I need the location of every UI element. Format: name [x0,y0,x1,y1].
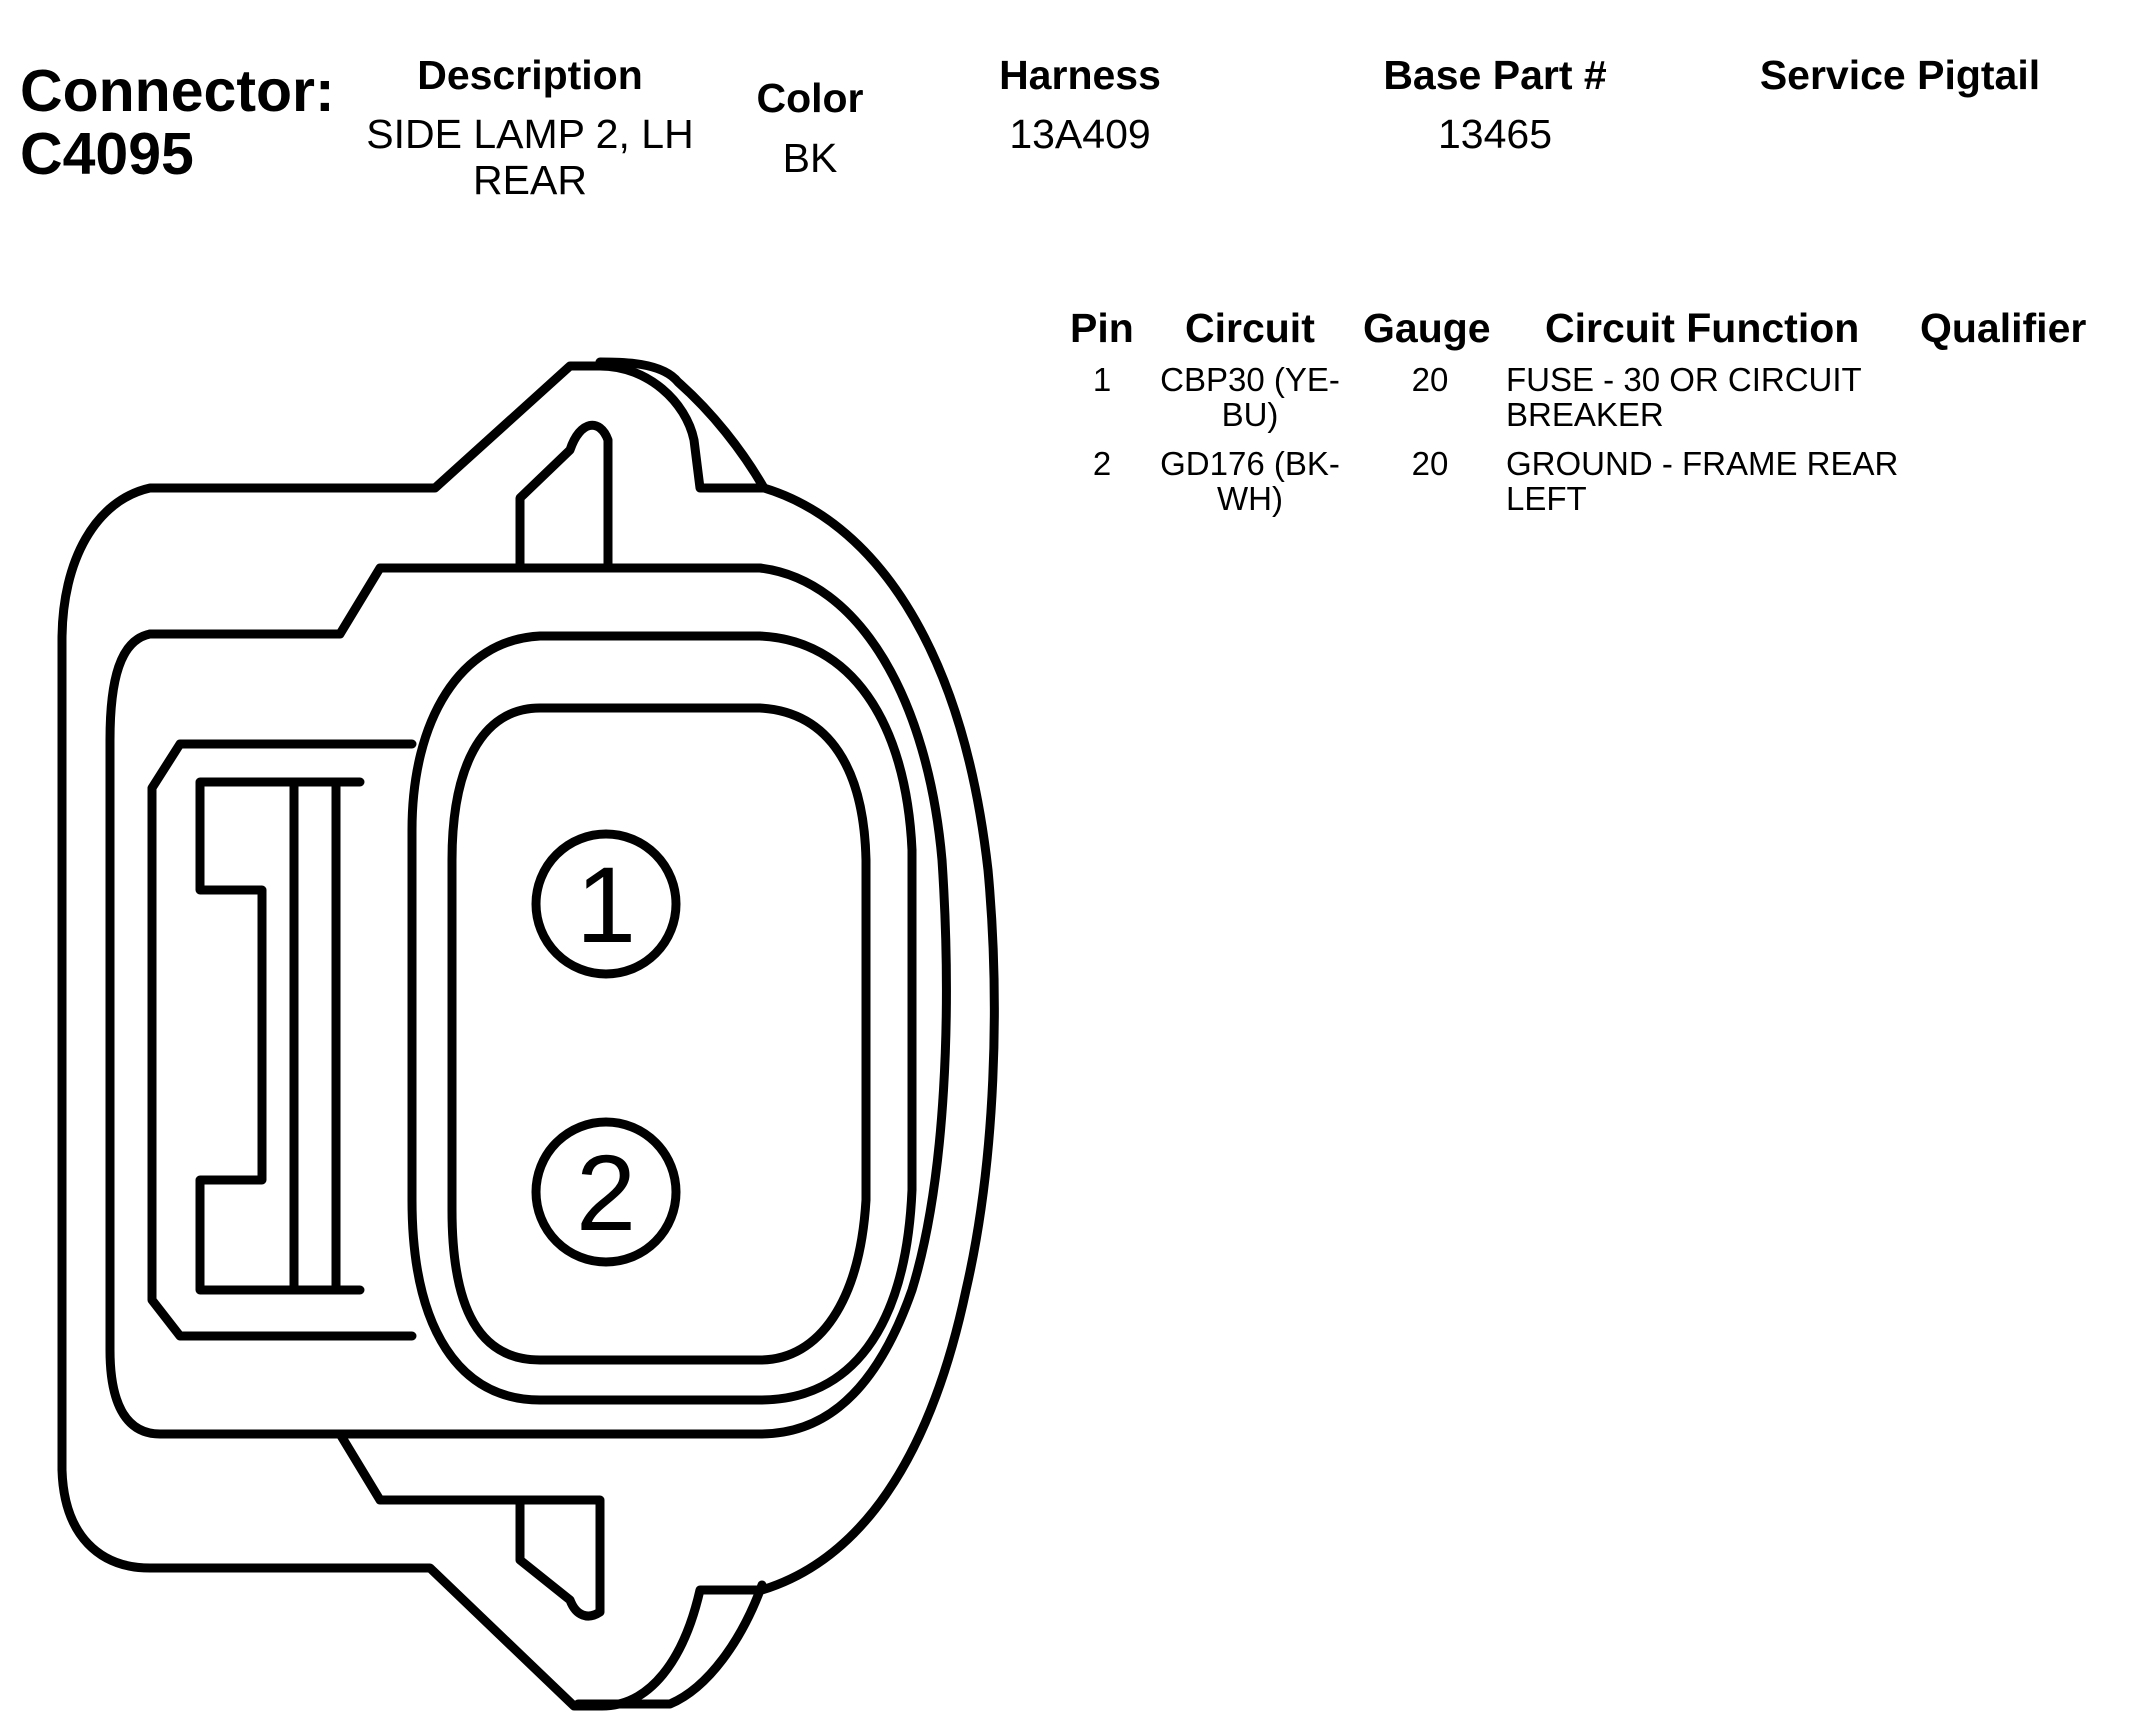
row1-function-line1: FUSE - 30 OR CIRCUIT [1506,361,1862,398]
description-header: Description [417,52,643,98]
connector-id: C4095 [20,121,194,187]
connector-label: Connector: [20,58,335,124]
row2-pin: 2 [1092,445,1112,482]
row2-circuit-line1: GD176 (BK- [1160,445,1340,482]
lock-bracket [147,739,417,1341]
row1-function-line2: BREAKER [1506,396,1664,433]
row2-circuit-line2: WH) [1217,480,1283,517]
color-header: Color [756,75,864,121]
gauge-col-header: Gauge [1363,305,1491,351]
color-value: BK [782,135,838,181]
lock-bracket-inner [195,777,365,1295]
harness-header: Harness [999,52,1161,98]
description-value-line2: REAR [473,157,587,203]
connector-rim-bottom [573,1580,767,1709]
latch-slot-top [515,420,613,573]
circuit-col-header: Circuit [1185,305,1315,351]
connector-inner-frame-left [105,629,345,1439]
base-part-header: Base Part # [1383,52,1607,98]
row2-function-line2: LEFT [1506,480,1587,517]
row1-circuit-line2: BU) [1221,396,1279,433]
connector-outer-housing [57,361,999,1711]
row1-pin: 1 [1092,361,1112,398]
circuit-function-col-header: Circuit Function [1545,305,1860,351]
harness-value: 13A409 [1009,111,1151,157]
pin-2-label: 2 [576,1132,636,1253]
row1-gauge: 20 [1411,361,1449,398]
row1-circuit-line1: CBP30 (YE- [1160,361,1340,398]
pin-1-label: 1 [576,844,636,965]
qualifier-col-header: Qualifier [1920,305,2087,351]
pin-1-circle [531,829,681,979]
connector-rim-top [595,357,769,493]
pin-cavity [447,703,871,1365]
pin-2-circle [531,1117,681,1267]
pin-col-header: Pin [1070,305,1134,351]
service-pigtail-header: Service Pigtail [1759,52,2041,98]
row2-gauge: 20 [1411,445,1449,482]
row2-function-line1: GROUND - FRAME REAR [1506,445,1899,482]
base-part-value: 13465 [1437,111,1552,157]
seal-ring-outer [407,631,917,1405]
connector-inner-frame [145,563,951,1621]
description-value-line1: SIDE LAMP 2, LH [366,111,694,157]
connector-face-diagram: 1 2 [57,357,999,1711]
